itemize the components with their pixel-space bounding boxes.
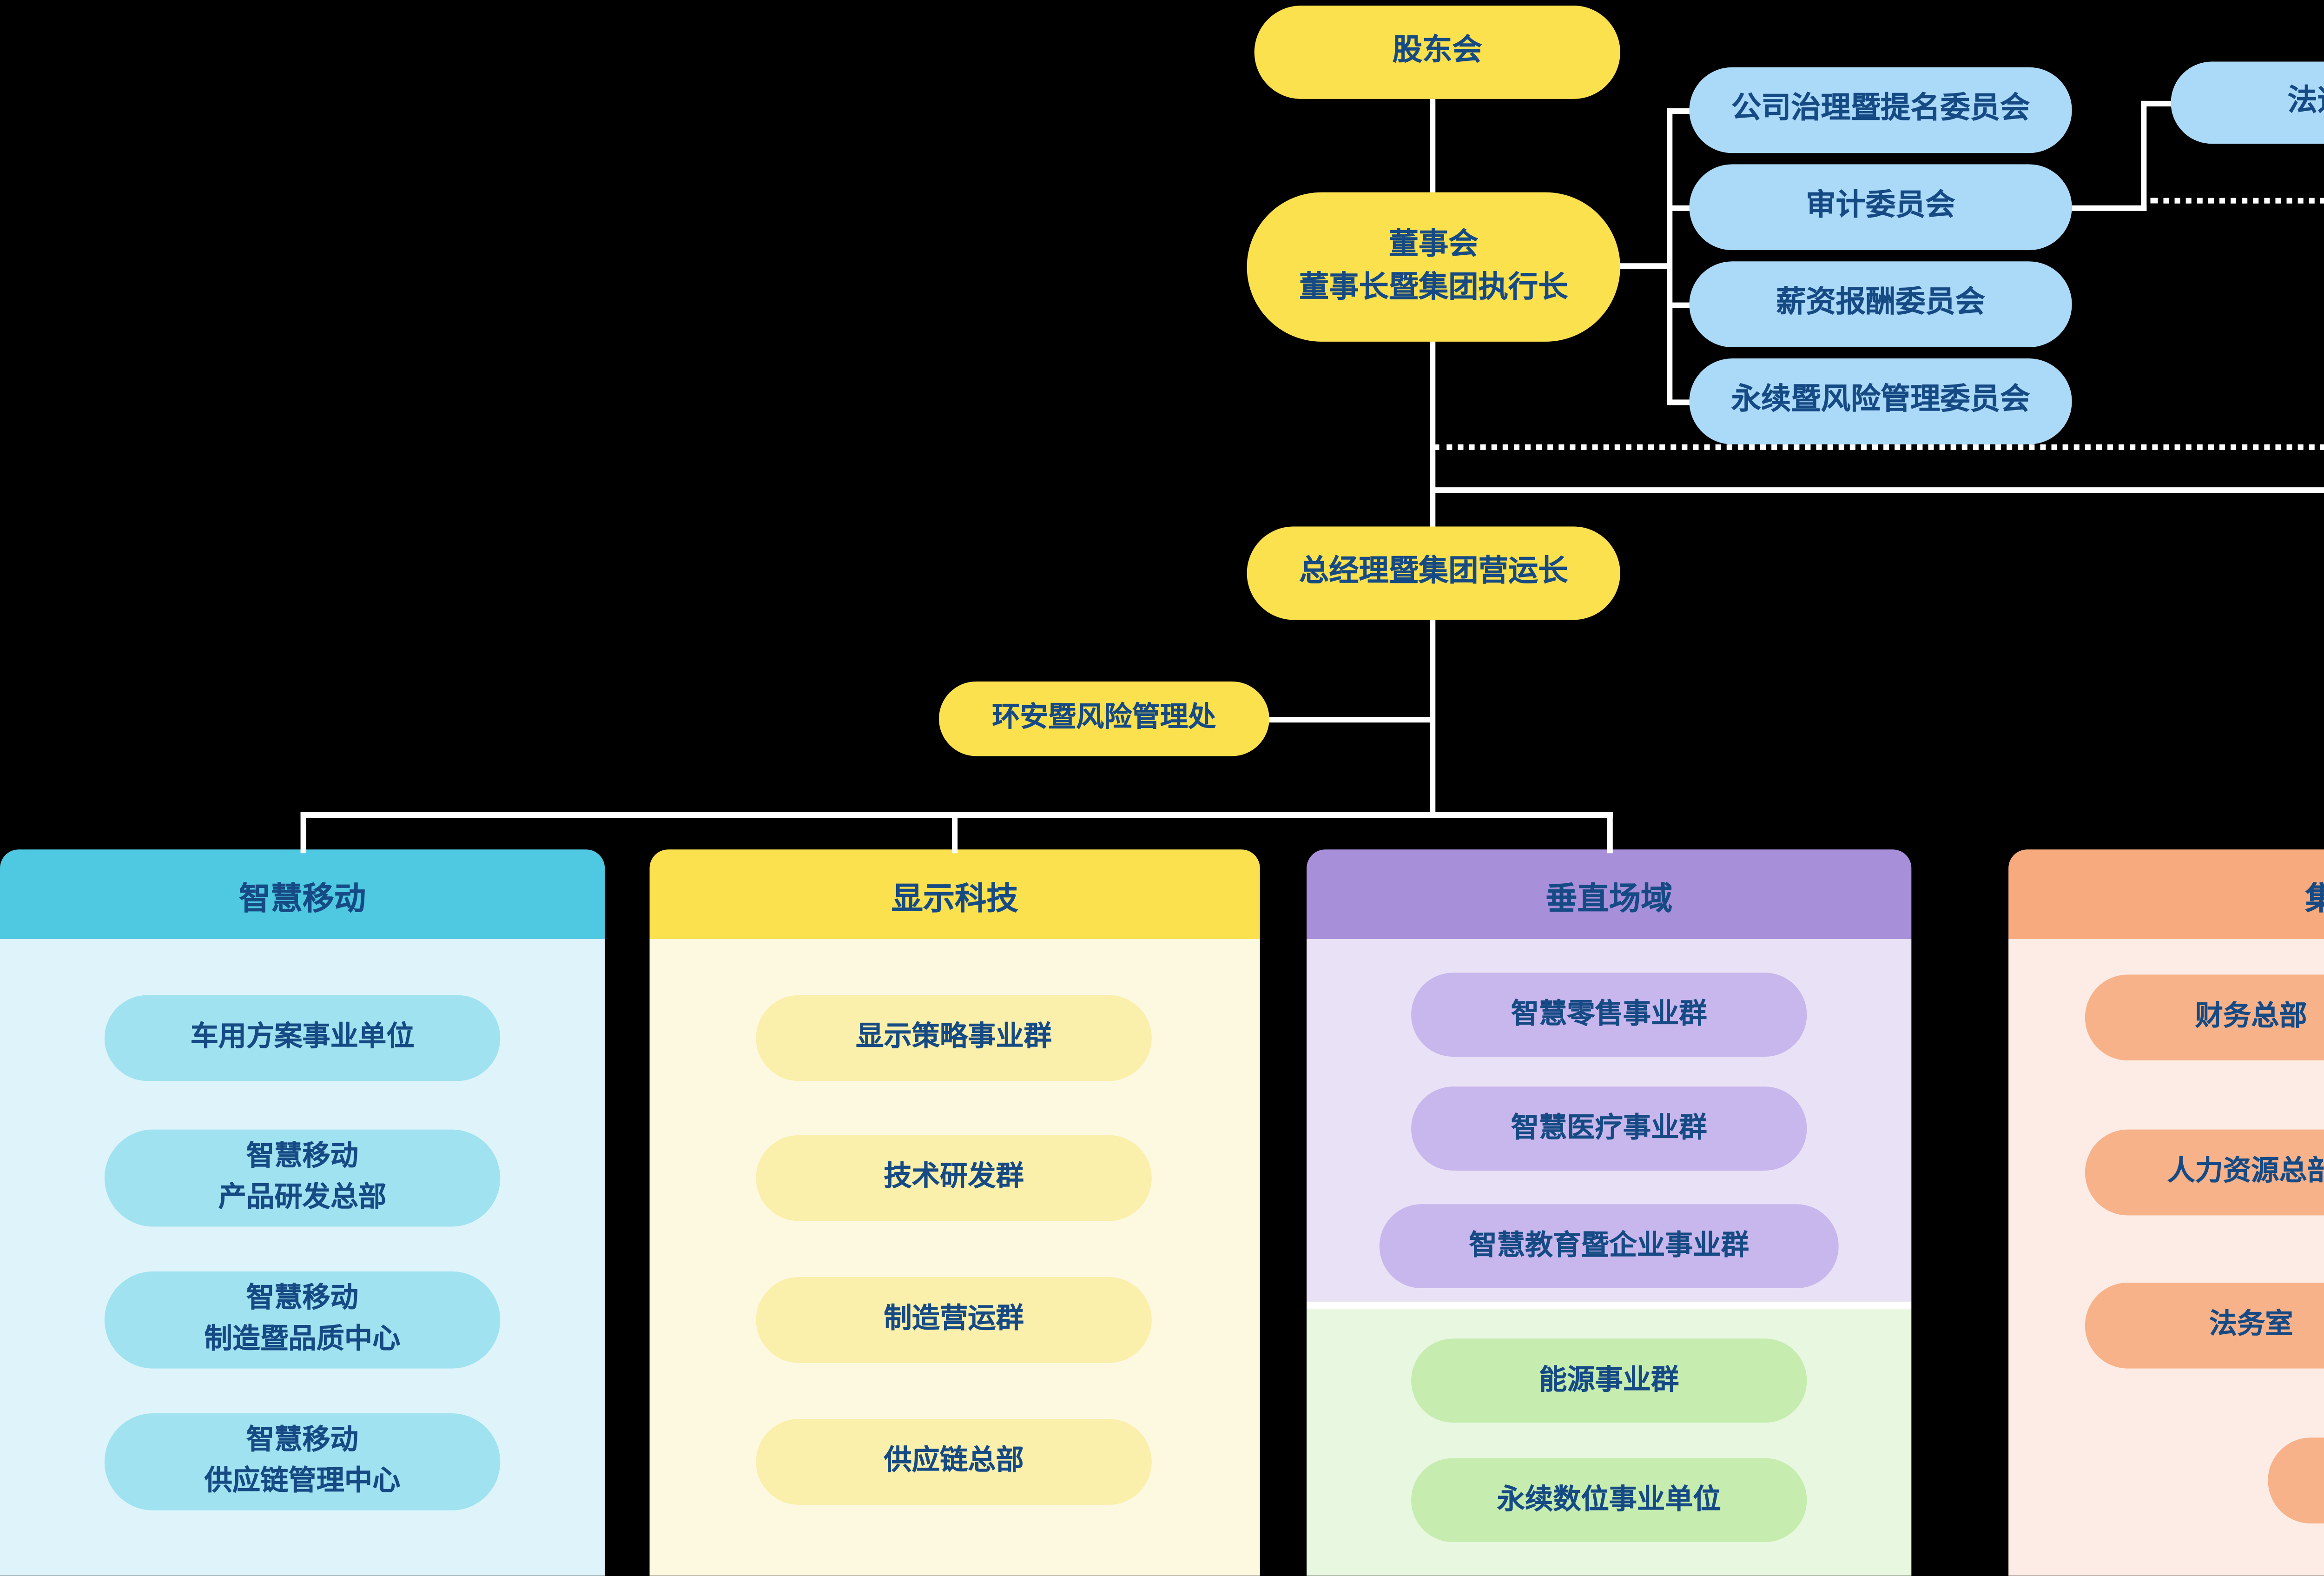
division-header-smart-mobility: 智慧移动 — [0, 849, 605, 940]
committee-governance-nomination-node: 公司治理暨提名委员会 — [1689, 67, 2072, 153]
committee-compensation-node: 薪资报酬委员会 — [1689, 261, 2072, 347]
unit-pill: 供应链总部 — [756, 1419, 1152, 1505]
section-divider — [1307, 1301, 1912, 1309]
connector-line — [300, 812, 306, 854]
division-title: 垂直场域 — [1545, 880, 1673, 916]
connector-line — [1667, 205, 1693, 211]
shareholders-node: 股东会 — [1254, 6, 1620, 99]
unit-pill: 智慧教育暨企业事业群 — [1379, 1204, 1839, 1288]
unit-pill: 法务室 — [2085, 1282, 2324, 1369]
unit-pill: 智慧移动 产品研发总部 — [104, 1129, 501, 1227]
unit-pill: 能源事业群 — [1411, 1338, 1807, 1423]
connector-line — [1269, 717, 1434, 723]
division-header-vertical-domains: 垂直场域 — [1307, 849, 1912, 940]
connector-line — [1620, 263, 1671, 269]
connector-line — [2141, 100, 2175, 106]
connector-line — [1667, 399, 1693, 405]
board-node: 董事会 董事长暨集团执行长 — [1247, 192, 1620, 342]
connector-line — [2141, 100, 2147, 211]
unit-pill: 智慧移动 制造暨品质中心 — [104, 1271, 501, 1369]
unit-pill: 制造营运群 — [756, 1277, 1152, 1363]
compliance-counsel-node: 法遵总顾问 — [2171, 61, 2324, 144]
division-header-display-tech: 显示科技 — [649, 849, 1260, 940]
connector-line — [1607, 812, 1613, 854]
unit-pill: 智慧移动 供应链管理中心 — [104, 1413, 501, 1510]
division-header-group-support: 集团营运支援单位 — [2008, 849, 2324, 940]
unit-pill: 智慧零售事业群 — [1411, 973, 1807, 1057]
unit-pill: 智慧医疗事业群 — [1411, 1086, 1807, 1171]
unit-pill: 永续数位事业单位 — [1411, 1458, 1807, 1543]
connector-line — [1430, 487, 2324, 493]
unit-pill: 显示策略事业群 — [756, 995, 1152, 1081]
unit-pill: 人力资源总部 — [2085, 1129, 2324, 1216]
division-title: 显示科技 — [891, 880, 1018, 916]
ehs-risk-office-node: 环安暨风险管理处 — [939, 681, 1269, 756]
connector-line — [952, 812, 958, 854]
coo-node: 总经理暨集团营运长 — [1247, 526, 1620, 620]
connector-line — [1667, 108, 1693, 114]
committee-sustainability-risk-node: 永续暨风险管理委员会 — [1689, 358, 2072, 444]
committee-audit-node: 审计委员会 — [1689, 164, 2072, 251]
connector-line — [1667, 302, 1693, 308]
division-title: 智慧移动 — [239, 880, 366, 916]
connector-dotted-line — [2150, 198, 2324, 204]
connector-line — [2072, 205, 2147, 211]
connector-line — [1430, 99, 1436, 196]
unit-pill: 技术研发群 — [756, 1135, 1152, 1221]
unit-pill: 财务总部 — [2085, 974, 2324, 1061]
connector-line — [1667, 108, 1673, 405]
connector-dotted-line — [1433, 444, 2324, 450]
division-title: 集团营运支援单位 — [2305, 871, 2324, 917]
unit-pill: 车用方案事业单位 — [104, 995, 501, 1081]
